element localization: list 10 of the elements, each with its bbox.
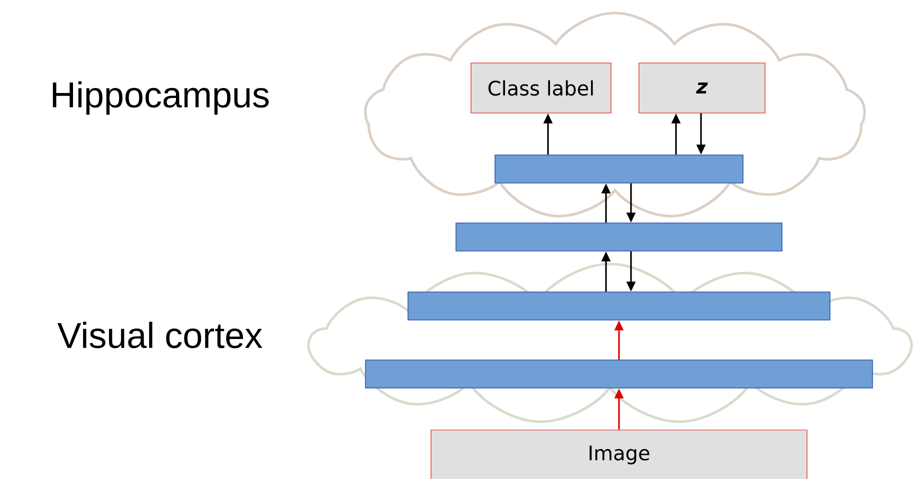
output-box: Class label	[470, 62, 612, 114]
region-label: Visual cortex	[57, 322, 262, 348]
layer-bar	[456, 222, 782, 252]
layer-bar	[408, 292, 830, 320]
layer-bar	[494, 154, 744, 184]
cloud-outline	[364, 12, 866, 218]
layer-bar	[365, 360, 873, 388]
region-label: Hippocampus	[52, 81, 269, 115]
input-box: Image	[430, 430, 808, 479]
output-box: z	[638, 62, 766, 114]
